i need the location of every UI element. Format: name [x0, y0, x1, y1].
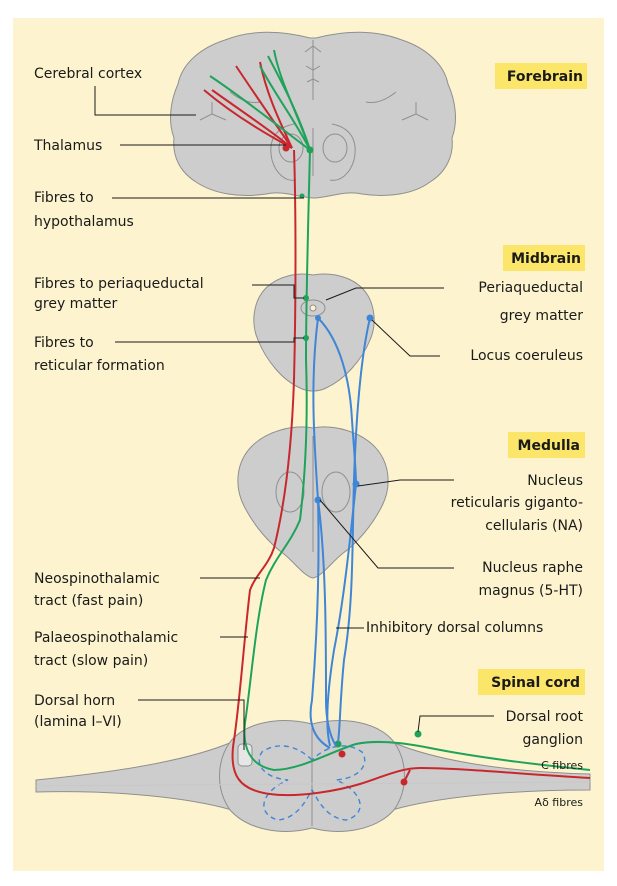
nrg-label-1: Nucleus [527, 473, 583, 489]
c-fibres-label: C fibres [541, 759, 583, 772]
spinal-cord-section [36, 721, 590, 832]
neospinothalamic-label-2: tract (fast pain) [34, 593, 143, 609]
fibres-hypothalamus-label-2: hypothalamus [34, 214, 134, 230]
locus-coeruleus-label: Locus coeruleus [470, 348, 583, 364]
palaeospinothalamic-label-1: Palaeospinothalamic [34, 630, 178, 646]
dorsal-root-ganglion-label-2: ganglion [523, 732, 583, 748]
cerebral-cortex-label: Cerebral cortex [34, 66, 142, 82]
pag-label-1: Periaqueductal [478, 280, 583, 296]
medulla-tag: Medulla [518, 438, 580, 454]
neospinothalamic-label-1: Neospinothalamic [34, 571, 160, 587]
nrm-label-2: magnus (5-HT) [478, 583, 583, 599]
nrm-label-1: Nucleus raphe [482, 560, 583, 576]
fibres-pag-label-1: Fibres to periaqueductal [34, 276, 204, 292]
dorsal-root-ganglion-label-1: Dorsal root [506, 709, 584, 725]
pag-label-2: grey matter [500, 308, 583, 324]
a-delta-fibres-label: Aδ fibres [535, 796, 584, 809]
spinal-cord-tag: Spinal cord [491, 675, 580, 691]
dorsal-horn-label-1: Dorsal horn [34, 693, 115, 709]
inhibitory-dorsal-columns-label: Inhibitory dorsal columns [366, 620, 543, 636]
fibres-pag-label-2: grey matter [34, 296, 117, 312]
dorsal-horn-label-2: (lamina I–VI) [34, 714, 122, 730]
nrg-label-3: cellularis (NA) [485, 518, 583, 534]
midbrain-tag: Midbrain [511, 251, 581, 267]
medulla-section [238, 427, 388, 578]
fibres-reticular-label-1: Fibres to [34, 335, 94, 351]
fibres-hypothalamus-label-1: Fibres to [34, 190, 94, 206]
nrg-label-2: reticularis giganto- [451, 495, 583, 511]
forebrain-section [171, 32, 456, 198]
forebrain-tag: Forebrain [507, 69, 583, 85]
thalamus-label: Thalamus [33, 138, 102, 154]
palaeospinothalamic-label-2: tract (slow pain) [34, 653, 148, 669]
fibres-reticular-label-2: reticular formation [34, 358, 165, 374]
